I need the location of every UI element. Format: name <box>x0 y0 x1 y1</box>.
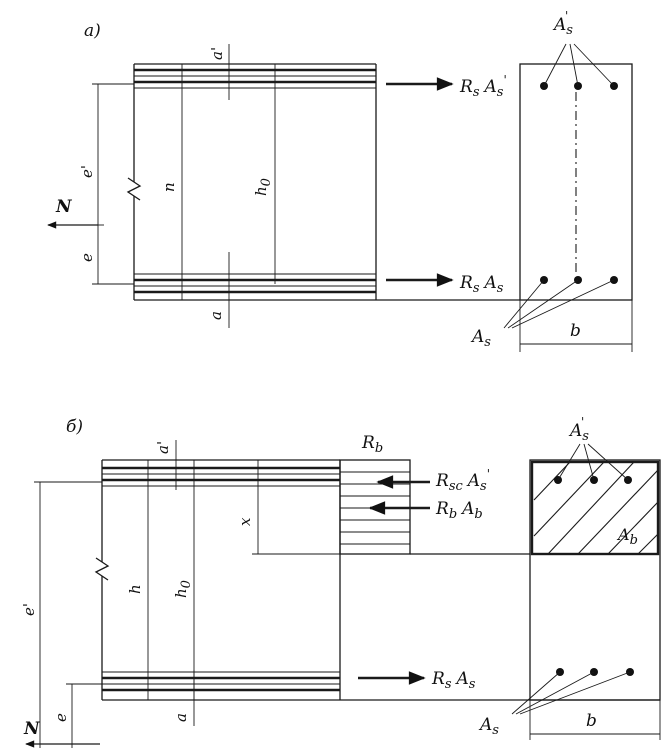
part-b-bottom-rebar-band <box>102 671 340 692</box>
dim-b-e-prime: e' <box>20 603 38 616</box>
dim-h0: h0 <box>252 178 274 196</box>
part-a-rebar-top-label: As' <box>552 9 573 38</box>
part-b-stress-block <box>339 459 530 555</box>
part-b-cross-section <box>511 443 661 740</box>
part-a-rebar-bottom-label: As <box>470 327 491 350</box>
part-b-dimensions <box>34 440 340 748</box>
part-a: а) <box>47 9 633 352</box>
part-a-dimensions <box>92 44 276 328</box>
part-a-top-rebar-band <box>134 68 376 89</box>
part-b-top-rebar-band <box>102 466 340 487</box>
part-a-dim-b: b <box>570 321 581 341</box>
part-b-force-n: N <box>23 719 100 748</box>
compression-zone-hatch <box>533 461 659 555</box>
force-n-b-label: N <box>23 719 41 739</box>
dim-b-h0: h0 <box>172 580 194 598</box>
dim-e-prime: e' <box>78 165 96 178</box>
dim-b-a: a <box>172 713 190 722</box>
dim-b-x: x <box>236 517 254 526</box>
part-b-rebar-top-label: As' <box>568 415 589 444</box>
part-b-rb-label: Rb <box>361 433 383 456</box>
part-a-cross-section <box>503 43 633 352</box>
dim-a-prime: a' <box>208 47 226 60</box>
part-b-dim-b: b <box>586 711 597 731</box>
part-b-ab-label: Ab <box>616 525 638 548</box>
part-b-label: б) <box>66 417 83 437</box>
part-a-bottom-rebar-band <box>134 273 376 294</box>
part-a-label: а) <box>84 21 101 41</box>
force-n-label: N <box>55 197 73 217</box>
dim-b-a-prime: a' <box>154 441 172 454</box>
part-b: б) <box>20 415 661 748</box>
dim-b-e: e <box>52 713 70 722</box>
part-a-member <box>126 63 520 301</box>
part-b-rebar-bottom-label: As <box>478 715 499 738</box>
dim-n: n <box>160 182 178 192</box>
dim-a: a <box>207 311 225 320</box>
dim-e: e <box>78 253 96 262</box>
part-a-force-n: N <box>47 197 98 229</box>
dim-b-h: h <box>126 584 144 594</box>
